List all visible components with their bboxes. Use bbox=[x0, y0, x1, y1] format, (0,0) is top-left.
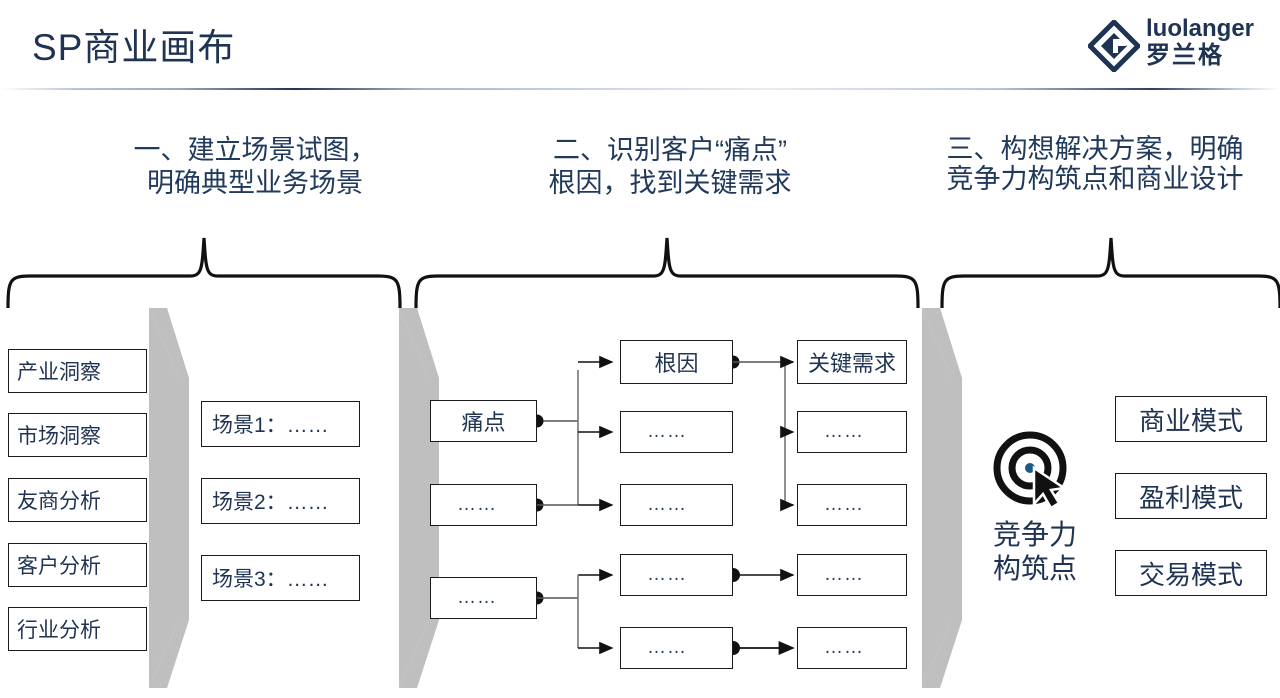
page-title: SP商业画布 bbox=[32, 27, 236, 68]
chevron-divider-2 bbox=[399, 308, 439, 688]
scenario-box-2[interactable]: 场景2：…… bbox=[201, 478, 360, 524]
logo-text: luolanger 罗兰格 bbox=[1146, 15, 1255, 70]
section-brace-3 bbox=[940, 237, 1280, 308]
insight-box-5[interactable]: 行业分析 bbox=[8, 607, 147, 651]
model-box-3[interactable]: 交易模式 bbox=[1115, 550, 1267, 596]
rootcause-box-2[interactable]: …… bbox=[620, 411, 733, 453]
scenario-box-1[interactable]: 场景1：…… bbox=[201, 401, 360, 447]
section-heading-1: 一、建立场景试图， 明确典型业务场景 bbox=[133, 135, 377, 198]
chevron-divider-1 bbox=[149, 308, 189, 688]
logo-name-cn: 罗兰格 bbox=[1146, 42, 1224, 69]
painpoint-box-2[interactable]: …… bbox=[430, 484, 537, 526]
rootcause-box-1[interactable]: 根因 bbox=[620, 340, 733, 384]
section-brace-2 bbox=[414, 237, 920, 308]
insight-box-3[interactable]: 友商分析 bbox=[8, 478, 147, 522]
chevron-divider-3 bbox=[922, 308, 962, 688]
keyneed-box-5[interactable]: …… bbox=[797, 627, 907, 669]
rootcause-box-5[interactable]: …… bbox=[620, 627, 733, 669]
insight-box-2[interactable]: 市场洞察 bbox=[8, 413, 147, 457]
logo-name-en: luolanger bbox=[1146, 15, 1255, 42]
section-brace-1 bbox=[6, 237, 402, 308]
model-box-1[interactable]: 商业模式 bbox=[1115, 396, 1267, 442]
section-heading-3: 三、构想解决方案，明确 竞争力构筑点和商业设计 bbox=[946, 134, 1244, 194]
insight-box-1[interactable]: 产业洞察 bbox=[8, 349, 147, 393]
diamond-logo-icon bbox=[1088, 20, 1140, 72]
rootcause-box-4[interactable]: …… bbox=[620, 554, 733, 596]
keyneed-box-1[interactable]: 关键需求 bbox=[797, 340, 907, 384]
insight-box-4[interactable]: 客户分析 bbox=[8, 543, 147, 587]
keyneed-box-3[interactable]: …… bbox=[797, 484, 907, 526]
painpoint-box-3[interactable]: …… bbox=[430, 577, 537, 619]
company-logo: luolanger 罗兰格 bbox=[1088, 16, 1272, 72]
target-cursor-icon bbox=[993, 431, 1068, 510]
section-heading-2: 二、识别客户“痛点” 根因，找到关键需求 bbox=[548, 135, 792, 198]
painpoint-box-1[interactable]: 痛点 bbox=[430, 400, 537, 442]
rootcause-box-3[interactable]: …… bbox=[620, 484, 733, 526]
model-box-2[interactable]: 盈利模式 bbox=[1115, 473, 1267, 519]
scenario-box-3[interactable]: 场景3：…… bbox=[201, 555, 360, 601]
keyneed-box-2[interactable]: …… bbox=[797, 411, 907, 453]
competitiveness-label: 竞争力 构筑点 bbox=[992, 519, 1077, 584]
keyneed-box-4[interactable]: …… bbox=[797, 554, 907, 596]
header-divider bbox=[0, 88, 1280, 90]
